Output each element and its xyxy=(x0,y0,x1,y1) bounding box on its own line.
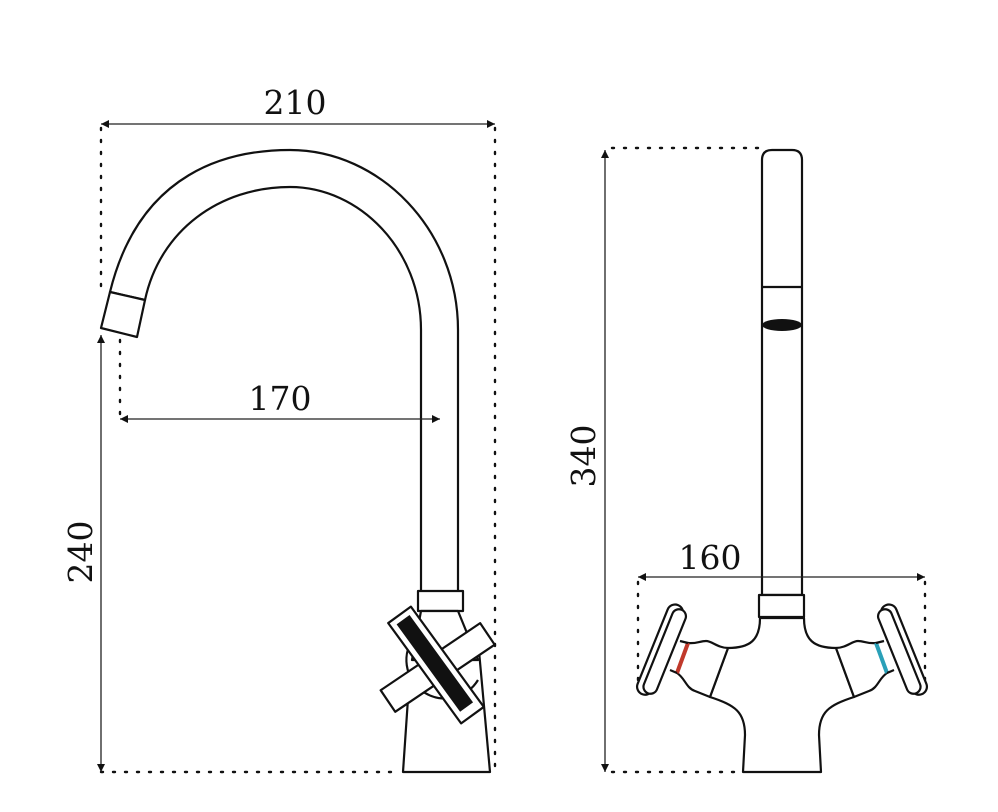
aerator-outlet xyxy=(762,319,802,331)
front-collar xyxy=(757,593,806,619)
cross-handle xyxy=(379,605,496,725)
valve-left xyxy=(675,639,730,699)
stem-left xyxy=(669,639,689,675)
dim-label-210: 210 xyxy=(264,83,327,122)
handle-left xyxy=(635,603,688,696)
dim-label-160: 160 xyxy=(679,538,742,577)
cold-ring xyxy=(874,642,889,674)
dim-label-170: 170 xyxy=(249,379,312,418)
valve-right xyxy=(834,639,889,699)
aerator xyxy=(99,290,147,339)
stem-right xyxy=(875,639,895,675)
dim-label-240: 240 xyxy=(61,521,100,584)
spout xyxy=(108,148,460,594)
side-view: 210 170 240 xyxy=(61,83,497,774)
dim-label-340: 340 xyxy=(564,425,603,488)
spout-tube xyxy=(760,148,804,597)
front-body xyxy=(708,616,856,774)
collar xyxy=(416,589,465,613)
hot-ring xyxy=(675,642,690,674)
handle-right xyxy=(876,603,929,696)
front-view: 340 160 xyxy=(564,146,929,774)
